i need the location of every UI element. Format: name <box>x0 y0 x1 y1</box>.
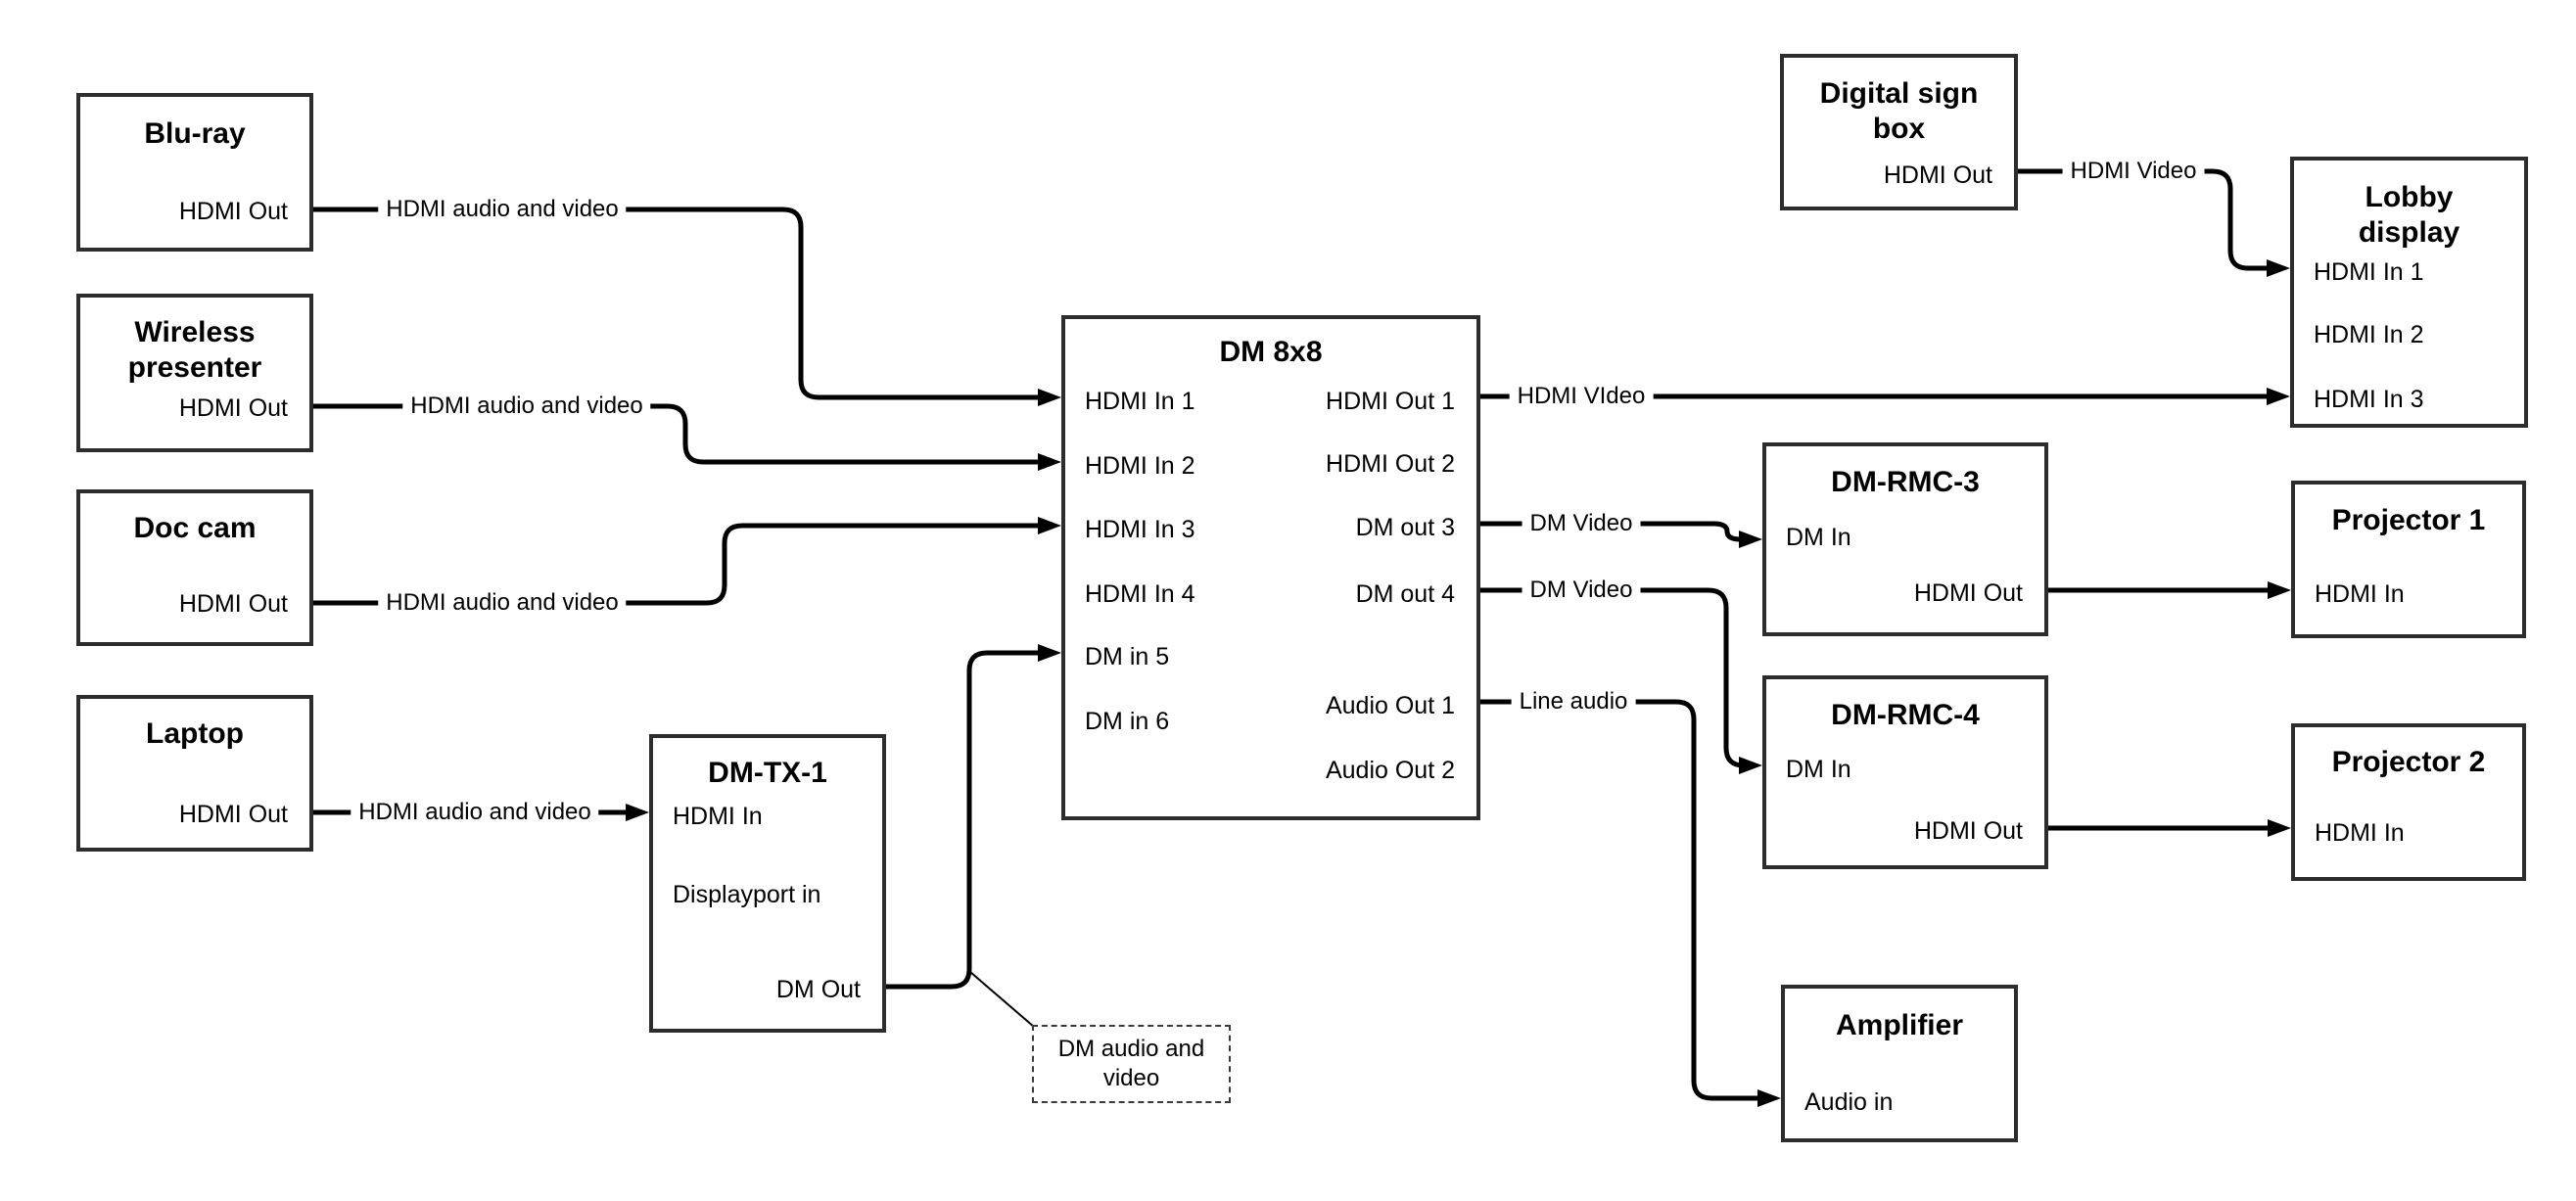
node-dm-rmc-4: DM-RMC-4 DM In HDMI Out <box>1762 675 2048 869</box>
node-dm-8x8: DM 8x8 HDMI In 1 HDMI In 2 HDMI In 3 HDM… <box>1061 315 1480 820</box>
port-hdmi-in-2: HDMI In 2 <box>2314 321 2424 348</box>
node-lobby-display: Lobby display HDMI In 1 HDMI In 2 HDMI I… <box>2290 157 2528 428</box>
link-signbox-to-lobby-in1 <box>2018 168 2290 277</box>
port-displayport-in: Displayport in <box>673 881 821 908</box>
port-dm-in: DM In <box>1786 524 1851 551</box>
port-hdmi-out: HDMI Out <box>178 394 288 422</box>
link-dm8x8-out4-to-rmc4 <box>1480 587 1762 774</box>
note-callout-line <box>969 971 1035 1028</box>
node-title: DM-RMC-4 <box>1831 699 1980 731</box>
node-wireless-presenter: Wireless presenter HDMI Out <box>76 294 313 452</box>
connection-label: HDMI audio and video <box>378 589 627 617</box>
port-dm-out-4: DM out 4 <box>1355 580 1455 608</box>
link-dmtx1-to-dm8x8-in5 <box>886 644 1061 990</box>
port-hdmi-out-1: HDMI Out 1 <box>1326 388 1455 415</box>
node-amplifier: Amplifier Audio in <box>1781 985 2018 1142</box>
connection-label: HDMI audio and video <box>402 393 651 420</box>
node-title: Digital sign box <box>1819 77 1979 145</box>
port-audio-out-2: Audio Out 2 <box>1325 757 1455 784</box>
node-title: Doc cam <box>133 512 257 544</box>
link-bluray-to-dm8x8-in1 <box>313 207 1061 406</box>
port-hdmi-in-1: HDMI In 1 <box>1085 388 1195 415</box>
node-projector-1: Projector 1 HDMI In <box>2291 481 2526 638</box>
port-hdmi-in-3: HDMI In 3 <box>2314 386 2424 413</box>
port-hdmi-out: HDMI Out <box>178 198 288 225</box>
node-title: DM 8x8 <box>1219 336 1323 368</box>
connection-label: DM Video <box>1522 510 1641 537</box>
connection-label: Line audio <box>1511 688 1636 716</box>
node-laptop: Laptop HDMI Out <box>76 695 313 852</box>
port-dm-in: DM In <box>1786 756 1851 783</box>
node-title: Blu-ray <box>144 117 246 150</box>
port-hdmi-in-1: HDMI In 1 <box>2314 258 2424 286</box>
port-audio-in: Audio in <box>1804 1088 1894 1116</box>
link-dm8x8-audio1-to-amplifier <box>1480 699 1781 1107</box>
port-hdmi-in: HDMI In <box>2315 580 2405 608</box>
port-dm-in-5: DM in 5 <box>1085 643 1170 670</box>
node-digital-sign-box: Digital sign box HDMI Out <box>1780 54 2018 210</box>
node-title: Laptop <box>146 717 244 750</box>
node-title: DM-RMC-3 <box>1831 466 1980 498</box>
connection-label: HDMI audio and video <box>378 196 627 223</box>
connection-label: HDMI audio and video <box>351 799 599 826</box>
node-title: Projector 1 <box>2331 504 2486 536</box>
link-doccam-to-dm8x8-in3 <box>313 517 1061 606</box>
node-title: Projector 2 <box>2331 746 2486 778</box>
port-dm-in-6: DM in 6 <box>1085 708 1170 735</box>
port-hdmi-in-2: HDMI In 2 <box>1085 452 1195 480</box>
port-hdmi-out: HDMI Out <box>178 590 288 618</box>
link-wireless-to-dm8x8-in2 <box>313 403 1061 471</box>
connection-label: HDMI VIdeo <box>1509 383 1654 410</box>
port-audio-out-1: Audio Out 1 <box>1325 692 1455 719</box>
node-title: DM-TX-1 <box>708 757 827 789</box>
port-hdmi-in: HDMI In <box>2315 819 2405 847</box>
port-hdmi-out: HDMI Out <box>1913 579 2023 607</box>
node-title: Lobby display <box>2358 181 2460 249</box>
node-projector-2: Projector 2 HDMI In <box>2291 723 2526 881</box>
port-hdmi-out: HDMI Out <box>1883 162 1992 189</box>
node-dm-tx-1: DM-TX-1 HDMI In Displayport in DM Out <box>649 734 886 1033</box>
note-dm-audio-and-video: DM audio and video <box>1032 1025 1231 1103</box>
connection-label: DM Video <box>1522 577 1641 604</box>
port-hdmi-in: HDMI In <box>673 803 763 830</box>
node-doc-cam: Doc cam HDMI Out <box>76 489 313 646</box>
port-hdmi-in-4: HDMI In 4 <box>1085 580 1195 608</box>
node-blu-ray: Blu-ray HDMI Out <box>76 93 313 252</box>
port-hdmi-out: HDMI Out <box>1913 817 2023 845</box>
port-hdmi-out: HDMI Out <box>178 801 288 828</box>
node-dm-rmc-3: DM-RMC-3 DM In HDMI Out <box>1762 442 2048 636</box>
port-hdmi-out-2: HDMI Out 2 <box>1326 450 1455 478</box>
link-dm8x8-out3-to-rmc3 <box>1480 521 1762 548</box>
port-hdmi-in-3: HDMI In 3 <box>1085 516 1195 543</box>
node-title: Wireless presenter <box>127 316 262 384</box>
node-title: Amplifier <box>1835 1009 1964 1041</box>
connection-label: HDMI Video <box>2062 158 2205 185</box>
port-dm-out: DM Out <box>775 976 861 1003</box>
port-dm-out-3: DM out 3 <box>1355 514 1455 541</box>
